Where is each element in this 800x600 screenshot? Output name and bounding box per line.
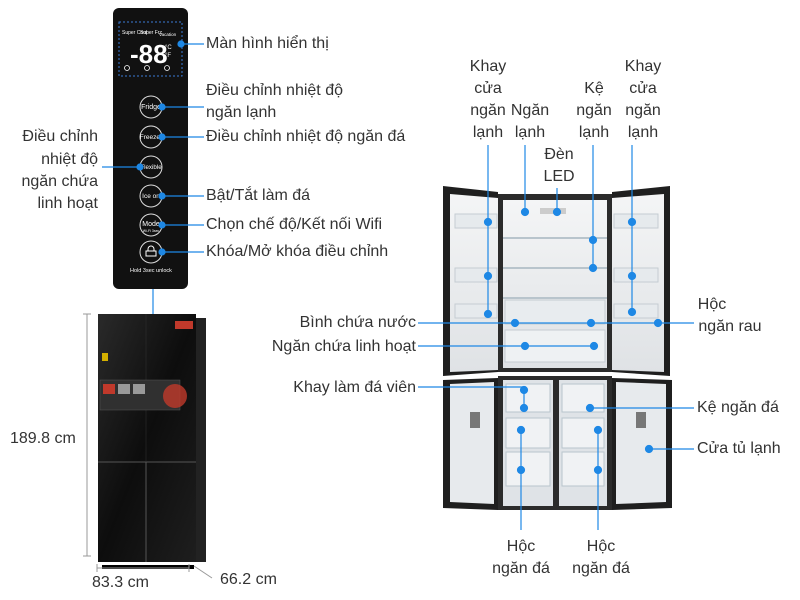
label-lock: Khóa/Mở khóa điều chỉnh (206, 243, 389, 260)
status-icon (164, 65, 170, 71)
fridge-button[interactable]: Fridge (139, 95, 163, 119)
fridge-button-label: Fridge (141, 104, 161, 111)
panel-leaders (102, 40, 204, 375)
label-fridge-temp-2: ngăn lạnh (206, 104, 277, 121)
freezer-button-label: Freezer (140, 134, 163, 141)
label-door-tray-right-1: Khay (624, 58, 662, 75)
label-water-tank: Bình chứa nước (299, 314, 416, 331)
fridge-exterior (98, 314, 206, 569)
control-panel: Super Cool Super Frz Vacation -88 °C °F … (113, 8, 188, 289)
dimension-width: 83.3 cm (92, 574, 149, 591)
label-fridge-comp-2: lạnh (514, 124, 546, 141)
fridge-interior (443, 186, 672, 510)
label-shelf-2: ngăn (576, 102, 612, 119)
label-mode: Chọn chế độ/Kết nối Wifi (206, 216, 383, 233)
label-flex-2: nhiệt độ (41, 151, 98, 168)
label-door-tray-left-4: lạnh (472, 124, 504, 141)
label-door-tray-right-4: lạnh (627, 124, 659, 141)
label-freezer-box-left-1: Hộc (506, 538, 536, 555)
temperature-display: -88 (130, 39, 168, 69)
label-flex-compartment: Ngăn chứa linh hoạt (271, 338, 416, 355)
dimension-depth: 66.2 cm (220, 571, 277, 588)
ice-on-button-label: Ice on (142, 193, 160, 200)
indicator-text: Super Frz (140, 30, 162, 36)
flexible-button-label: Flexible (140, 164, 162, 171)
label-freezer-shelf: Kệ ngăn đá (697, 399, 779, 416)
label-veg-box-2: ngăn rau (698, 318, 762, 335)
label-door-tray-left-2: cửa (474, 80, 502, 97)
label-led-2: LED (543, 168, 575, 185)
status-icon (144, 65, 150, 71)
indicator-text: Vacation (159, 32, 177, 37)
label-door-tray-right-3: ngăn (625, 102, 661, 119)
label-shelf-3: lạnh (578, 124, 610, 141)
indicator-text: Super Cool (122, 30, 147, 36)
dimension-lines (83, 313, 213, 579)
label-door-tray-left-3: ngăn (470, 102, 506, 119)
label-freezer-box-right-1: Hộc (586, 538, 616, 555)
dimension-height: 189.8 cm (10, 430, 76, 447)
label-door-tray-right-2: cửa (629, 80, 657, 97)
unit-c: °C (165, 45, 172, 51)
lock-icon (145, 245, 157, 257)
label-door-tray-left-1: Khay (469, 58, 507, 75)
unit-f: °F (165, 53, 171, 59)
label-flex-4: linh hoạt (37, 195, 99, 212)
label-freezer-box-left-2: ngăn đá (492, 560, 550, 577)
label-veg-box-1: Hộc (697, 296, 727, 313)
brand-tag (175, 321, 193, 329)
label-flex-1: Điều chỉnh (22, 128, 98, 145)
label-fridge-temp-1: Điều chỉnh nhiệt độ (206, 82, 343, 99)
label-shelf-1: Kệ (584, 80, 604, 97)
label-ice-tray: Khay làm đá viên (293, 379, 416, 396)
label-led-1: Đèn (544, 146, 574, 163)
label-ice: Bật/Tắt làm đá (206, 187, 311, 204)
label-freezer-box-right-2: ngăn đá (572, 560, 630, 577)
mode-button-sub: Wi-Fi 3sec (143, 229, 160, 233)
mode-button-label: Mode (142, 221, 160, 228)
interior-leaders (418, 145, 694, 530)
label-flex-3: ngăn chứa (21, 173, 98, 190)
label-fridge-comp-1: Ngăn (510, 102, 550, 119)
lock-hint: Hold 3sec unlock (130, 268, 172, 274)
label-display: Màn hình hiển thị (206, 35, 329, 52)
label-fridge-door: Cửa tủ lạnh (697, 440, 781, 457)
label-freezer-temp: Điều chỉnh nhiệt độ ngăn đá (206, 128, 406, 145)
status-icon (124, 65, 130, 71)
